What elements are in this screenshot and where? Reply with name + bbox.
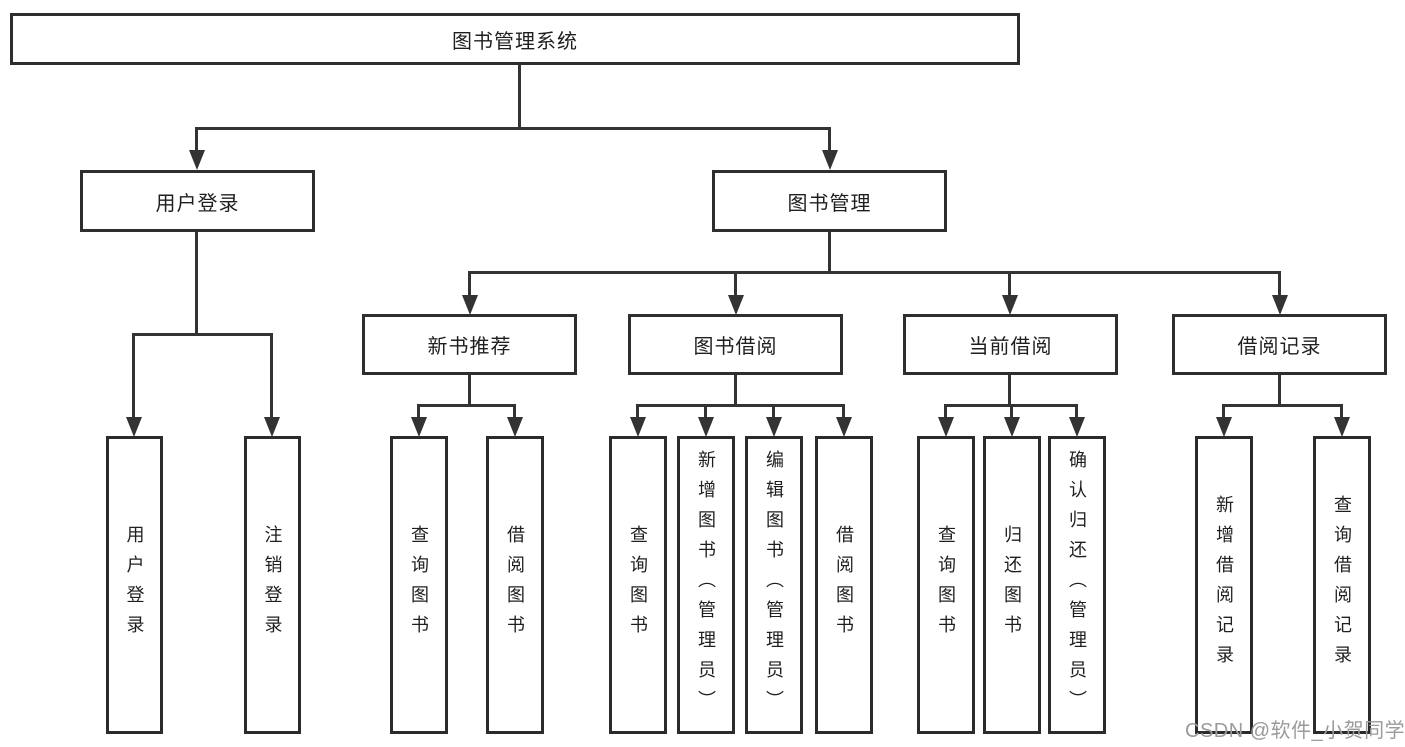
watermark: CSDN @软件_小贺同学 <box>1185 720 1405 742</box>
arrow-down-icon <box>938 417 954 437</box>
node-root: 图书管理系统 <box>10 13 1020 65</box>
leaf-return-books: 归还图书 <box>983 436 1041 734</box>
connector-stub <box>1278 271 1281 298</box>
leaf-confirm-return-admin: 确认归还（管理员） <box>1048 436 1106 734</box>
arrow-down-icon <box>1272 295 1288 315</box>
connector-trunk-new-book-recommend <box>468 373 471 407</box>
connector-stub <box>417 404 420 420</box>
node-book-management: 图书管理 <box>712 170 947 232</box>
connector-rail-level2 <box>195 127 831 130</box>
node-book-borrow: 图书借阅 <box>628 314 843 375</box>
arrow-down-icon <box>836 417 852 437</box>
arrow-down-icon <box>126 417 142 437</box>
connector-stub <box>195 127 198 153</box>
connector-trunk-borrow-records <box>1278 373 1281 407</box>
connector-stub <box>1075 404 1078 420</box>
leaf-query-books-borrow: 查询图书 <box>609 436 667 734</box>
connector-stub <box>270 333 273 420</box>
connector-rail-level3 <box>468 271 1281 274</box>
leaf-edit-book-admin: 编辑图书（管理员） <box>745 436 803 734</box>
arrow-down-icon <box>1004 417 1020 437</box>
leaf-borrow-books: 借阅图书 <box>815 436 873 734</box>
arrow-down-icon <box>189 150 205 170</box>
node-new-book-recommend: 新书推荐 <box>362 314 577 375</box>
leaf-borrow-books-recommend: 借阅图书 <box>486 436 544 734</box>
connector-stub <box>132 333 135 420</box>
leaf-logout: 注销登录 <box>244 436 301 734</box>
arrow-down-icon <box>462 295 478 315</box>
arrow-down-icon <box>507 417 523 437</box>
connector-stub <box>1340 404 1343 420</box>
arrow-down-icon <box>1069 417 1085 437</box>
arrow-down-icon <box>728 295 744 315</box>
connector-stub <box>828 127 831 153</box>
connector-stub <box>1008 271 1011 298</box>
connector-stub <box>944 404 947 420</box>
connector-stub <box>842 404 845 420</box>
leaf-add-book-admin: 新增图书（管理员） <box>677 436 735 734</box>
node-borrow-records: 借阅记录 <box>1172 314 1387 375</box>
connector-trunk-current-borrow <box>1008 373 1011 407</box>
connector-stub <box>636 404 639 420</box>
leaf-query-borrow-record: 查询借阅记录 <box>1313 436 1371 734</box>
arrow-down-icon <box>411 417 427 437</box>
connector-stub <box>772 404 775 420</box>
leaf-user-login: 用户登录 <box>106 436 163 734</box>
connector-trunk-book-management <box>828 230 831 274</box>
connector-stub <box>468 271 471 298</box>
arrow-down-icon <box>1334 417 1350 437</box>
arrow-down-icon <box>264 417 280 437</box>
node-user-login: 用户登录 <box>80 170 315 232</box>
connector-trunk-book-borrow <box>734 373 737 407</box>
arrow-down-icon <box>1002 295 1018 315</box>
connector-rail-book-borrow <box>636 404 845 407</box>
arrow-down-icon <box>822 150 838 170</box>
leaf-add-borrow-record: 新增借阅记录 <box>1195 436 1253 734</box>
connector-stub <box>704 404 707 420</box>
connector-rail-user-login <box>132 333 273 336</box>
connector-stub <box>734 271 737 298</box>
connector-trunk-user-login <box>195 230 198 336</box>
arrow-down-icon <box>698 417 714 437</box>
connector-stub <box>1010 404 1013 420</box>
connector-stub <box>513 404 516 420</box>
arrow-down-icon <box>630 417 646 437</box>
leaf-query-books-current: 查询图书 <box>917 436 975 734</box>
connector-stub <box>1222 404 1225 420</box>
leaf-query-books-recommend: 查询图书 <box>390 436 448 734</box>
arrow-down-icon <box>766 417 782 437</box>
connector-rail-new-book-recommend <box>417 404 516 407</box>
connector-trunk-root <box>518 65 521 128</box>
arrow-down-icon <box>1216 417 1232 437</box>
connector-rail-borrow-records <box>1222 404 1343 407</box>
node-current-borrow: 当前借阅 <box>903 314 1118 375</box>
